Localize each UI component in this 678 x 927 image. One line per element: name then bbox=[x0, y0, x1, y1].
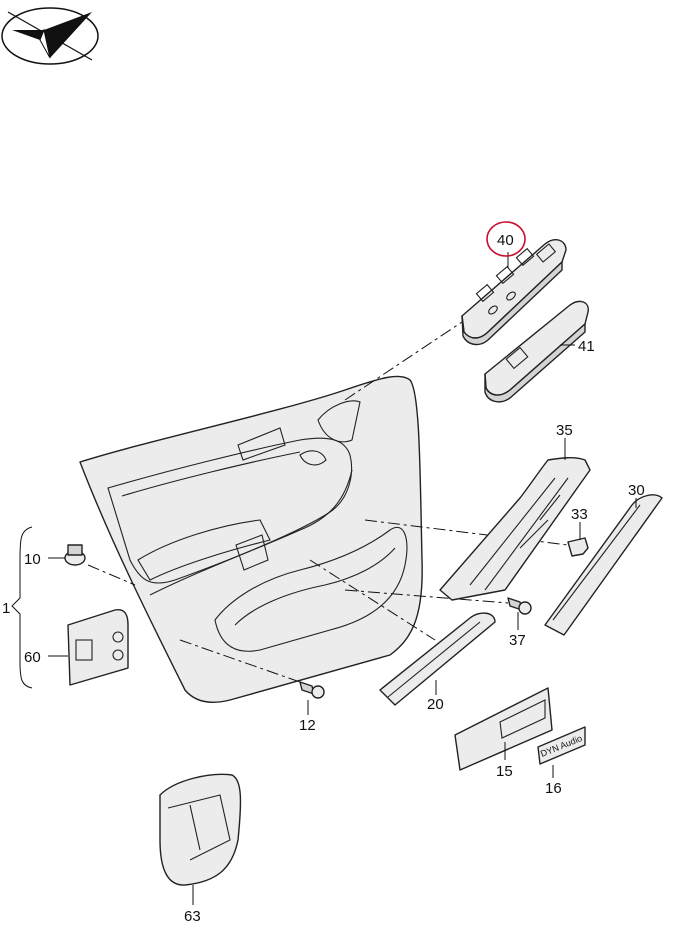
callout-30: 30 bbox=[628, 482, 645, 499]
insulation-pad-63 bbox=[159, 773, 242, 886]
callout-60: 60 bbox=[24, 649, 41, 666]
callout-15: 15 bbox=[496, 763, 513, 780]
callout-41: 41 bbox=[578, 338, 595, 355]
callout-1: 1 bbox=[2, 600, 10, 617]
callout-12: 12 bbox=[299, 717, 316, 734]
pull-trim-strip-35 bbox=[439, 457, 591, 601]
callout-33: 33 bbox=[571, 506, 588, 523]
window-switch-panel-40 bbox=[461, 239, 567, 346]
leader-lines bbox=[11, 252, 637, 905]
callout-35: 35 bbox=[556, 422, 573, 439]
trim-strip-20 bbox=[379, 612, 496, 706]
screw-12 bbox=[299, 681, 325, 699]
clip-33 bbox=[567, 537, 589, 557]
callout-16: 16 bbox=[545, 780, 562, 797]
window-switch-panel-41 bbox=[484, 300, 589, 403]
callout-20: 20 bbox=[427, 696, 444, 713]
screw-37 bbox=[507, 597, 532, 615]
trim-strip-30 bbox=[544, 494, 663, 636]
clip-10 bbox=[64, 544, 86, 566]
speaker-grille-15 bbox=[454, 687, 553, 771]
callout-37: 37 bbox=[509, 632, 526, 649]
bracket-60 bbox=[67, 608, 129, 686]
callout-63: 63 bbox=[184, 908, 201, 925]
callout-40: 40 bbox=[497, 232, 514, 249]
check-plane-logo-icon bbox=[1, 7, 99, 65]
callout-10: 10 bbox=[24, 551, 41, 568]
door-trim-panel bbox=[79, 375, 423, 703]
highlight-circle bbox=[486, 221, 526, 257]
